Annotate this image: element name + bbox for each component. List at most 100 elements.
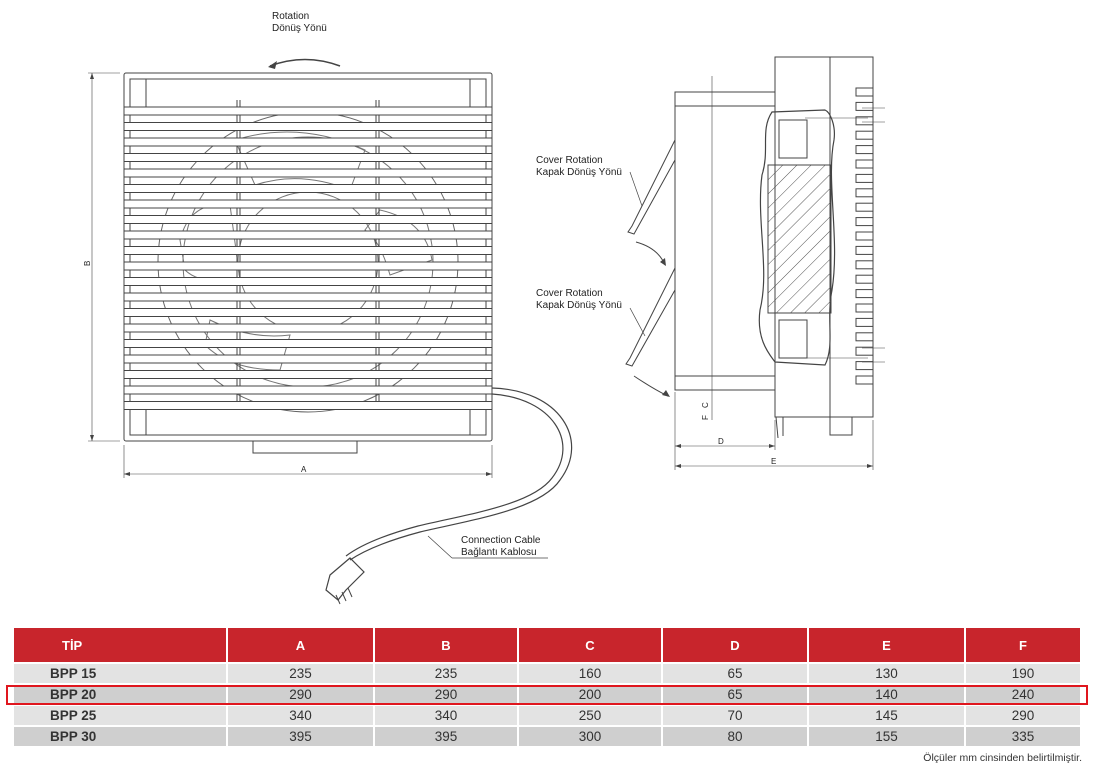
dimension-d-label: D <box>718 437 724 446</box>
grille-louver <box>123 292 493 302</box>
side-fin <box>855 87 874 97</box>
table-row: BPP 15 235 235 160 65 130 190 <box>14 662 1080 683</box>
side-view <box>625 56 885 470</box>
grille-louver <box>123 122 493 131</box>
cell-e: 145 <box>809 704 964 725</box>
grille-louver <box>123 385 493 395</box>
cell-tip: BPP 25 <box>14 704 226 725</box>
side-fin <box>855 159 874 169</box>
dimension-c-label: C <box>701 402 710 408</box>
header-tip: TİP <box>14 628 226 662</box>
header-e: E <box>809 628 964 662</box>
cell-tip: BPP 20 <box>14 683 226 704</box>
side-fin <box>855 260 874 270</box>
dimension-table: TİP A B C D E F BPP 15 235 235 160 65 13… <box>12 628 1082 746</box>
grille-louver <box>123 323 493 333</box>
header-d: D <box>663 628 807 662</box>
front-view <box>88 58 573 605</box>
cell-e: 140 <box>809 683 964 704</box>
side-fin <box>855 361 874 371</box>
cover-rotation-2-en: Cover Rotation <box>536 288 603 299</box>
header-f: F <box>966 628 1080 662</box>
grille-louver <box>123 277 493 286</box>
cell-a: 395 <box>228 725 373 746</box>
cell-c: 160 <box>519 662 661 683</box>
side-fin <box>855 202 874 212</box>
grille-louver <box>123 153 493 162</box>
grille-louver <box>123 401 493 410</box>
table-row: BPP 30 395 395 300 80 155 335 <box>14 725 1080 746</box>
grille-louver <box>123 106 493 116</box>
header-b: B <box>375 628 517 662</box>
grille-louver <box>123 199 493 209</box>
cell-d: 70 <box>663 704 807 725</box>
fan-technical-drawing: Rotation Dönüş Yönü A B Connection Cable… <box>83 11 885 605</box>
cable-label-en: Connection Cable <box>461 535 541 546</box>
grille-louver <box>123 339 493 348</box>
cell-d: 80 <box>663 725 807 746</box>
side-fin <box>855 173 874 183</box>
units-footnote: Ölçüler mm cinsinden belirtilmiştir. <box>923 752 1082 764</box>
dimension-f-label: F <box>701 415 710 420</box>
side-fin <box>855 346 874 356</box>
cell-f: 190 <box>966 662 1080 683</box>
cell-f: 290 <box>966 704 1080 725</box>
grille-louver <box>123 370 493 379</box>
cell-tip: BPP 15 <box>14 662 226 683</box>
cell-e: 155 <box>809 725 964 746</box>
grille-louver <box>123 184 493 193</box>
grille-louver <box>123 261 493 271</box>
side-fin <box>855 101 874 111</box>
cell-b: 235 <box>375 662 517 683</box>
side-fin <box>855 245 874 255</box>
cover-rotation-1-en: Cover Rotation <box>536 155 603 166</box>
table-row: BPP 25 340 340 250 70 145 290 <box>14 704 1080 725</box>
dimension-a-label: A <box>301 465 307 474</box>
cell-b: 290 <box>375 683 517 704</box>
side-fin <box>855 130 874 140</box>
side-fin <box>855 188 874 198</box>
side-fin <box>855 303 874 313</box>
cell-b: 395 <box>375 725 517 746</box>
side-fin <box>855 231 874 241</box>
cell-c: 250 <box>519 704 661 725</box>
grille-louver <box>123 137 493 147</box>
cell-c: 200 <box>519 683 661 704</box>
cell-f: 335 <box>966 725 1080 746</box>
table-row-highlighted: BPP 20 290 290 200 65 140 240 <box>14 683 1080 704</box>
cell-a: 290 <box>228 683 373 704</box>
highlight-box <box>6 685 1088 705</box>
cell-a: 235 <box>228 662 373 683</box>
rotation-label-en: Rotation <box>272 11 309 22</box>
dimension-b-label: B <box>83 261 92 266</box>
grille-louver <box>123 354 493 364</box>
table-header-row: TİP A B C D E F <box>14 628 1080 662</box>
rotation-label-tr: Dönüş Yönü <box>272 23 327 34</box>
grille-louver <box>123 308 493 317</box>
side-fin <box>855 116 874 126</box>
cell-d: 65 <box>663 662 807 683</box>
side-fin <box>855 317 874 327</box>
grille-louver <box>123 168 493 178</box>
cover-rotation-1-tr: Kapak Dönüş Yönü <box>536 167 622 178</box>
cover-rotation-2-tr: Kapak Dönüş Yönü <box>536 300 622 311</box>
cell-tip: BPP 30 <box>14 725 226 746</box>
side-fin <box>855 274 874 284</box>
cell-a: 340 <box>228 704 373 725</box>
dimension-e-label: E <box>771 457 776 466</box>
cell-c: 300 <box>519 725 661 746</box>
side-fin <box>855 289 874 299</box>
side-fin <box>855 332 874 342</box>
cable-label-tr: Bağlantı Kablosu <box>461 547 537 558</box>
side-fin <box>855 217 874 227</box>
grille-louver <box>123 246 493 255</box>
side-fin <box>855 145 874 155</box>
cell-f: 240 <box>966 683 1080 704</box>
header-c: C <box>519 628 661 662</box>
cell-b: 340 <box>375 704 517 725</box>
grille-louver <box>123 215 493 224</box>
grille-louver <box>123 230 493 240</box>
header-a: A <box>228 628 373 662</box>
cell-d: 65 <box>663 683 807 704</box>
side-fin <box>855 375 874 385</box>
